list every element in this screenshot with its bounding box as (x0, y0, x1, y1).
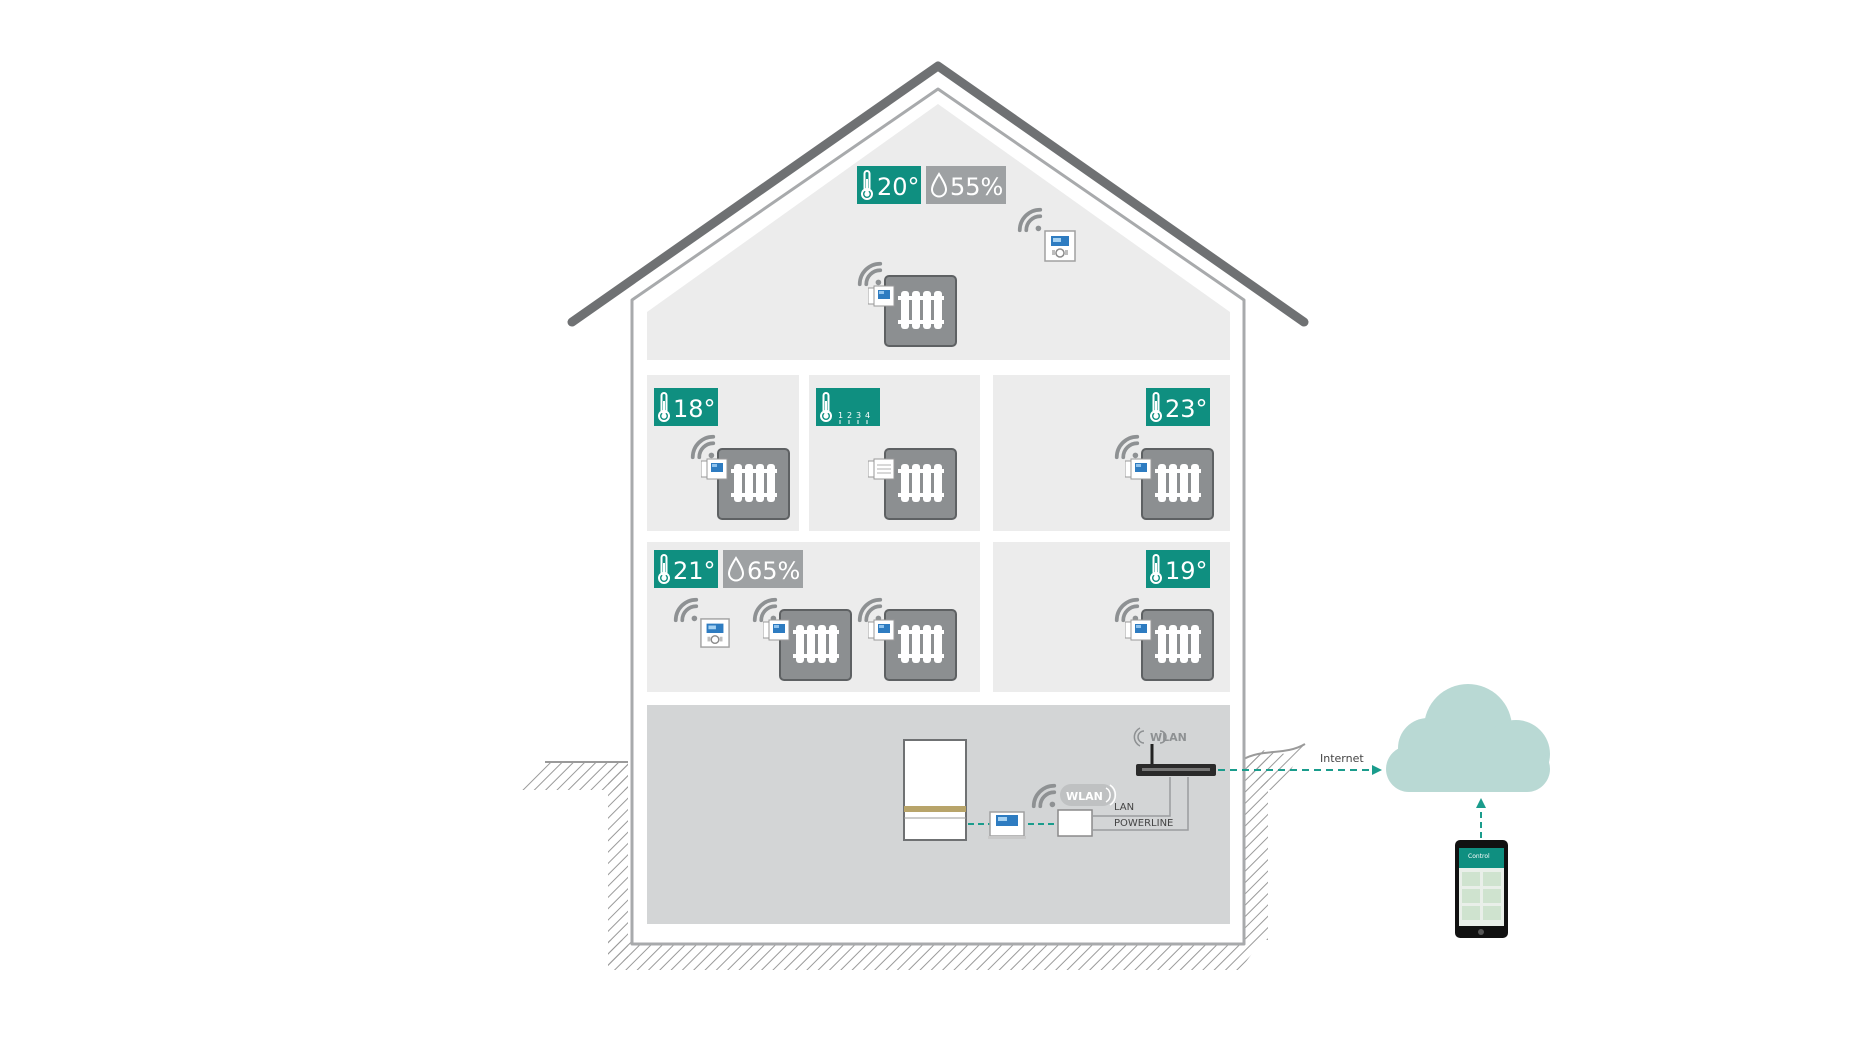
controller-icon (988, 811, 1026, 839)
lan-cable (1092, 777, 1171, 817)
scale-step-4: 4 (865, 411, 870, 420)
attic-temperature: 20° (877, 173, 920, 201)
boiler-icon (903, 739, 967, 841)
gateway-wlan-label: WLAN (1066, 790, 1103, 803)
attic-room (647, 104, 1230, 360)
attic-humidity-badge: 55% (926, 166, 1006, 204)
middle-left-temperature: 18° (673, 395, 716, 423)
middle-right-temperature-badge: 23° (1146, 388, 1210, 426)
lan-label: LAN (1114, 802, 1134, 813)
powerline-cable (1092, 777, 1189, 831)
lower-right-temperature: 19° (1165, 557, 1208, 585)
lower-left-temperature: 21° (673, 557, 716, 585)
smartphone-icon: Control (1455, 840, 1508, 938)
lower-right-temperature-badge: 19° (1146, 550, 1210, 588)
lower-left-temperature-badge: 21° (654, 550, 718, 588)
scale-step-1: 1 (838, 411, 843, 420)
internet-link-arrow (1372, 765, 1382, 775)
phone-app-title: Control (1468, 853, 1490, 860)
internet-label: Internet (1320, 752, 1364, 765)
middle-right-temperature: 23° (1165, 395, 1208, 423)
internet-gateway-icon (1057, 809, 1093, 837)
powerline-label: POWERLINE (1114, 818, 1173, 829)
router-wlan-label: WLAN (1150, 731, 1187, 744)
router-wlan-badge: WLAN (1133, 727, 1187, 747)
cloud-icon (1386, 684, 1550, 792)
attic-humidity: 55% (950, 173, 1003, 201)
middle-left-temperature-badge: 18° (654, 388, 718, 426)
router-icon (1136, 744, 1216, 776)
gateway-wlan-badge: WLAN (1060, 784, 1117, 806)
phone-link-arrow (1476, 798, 1486, 808)
wall-thermostat-icon (1044, 230, 1076, 262)
scale-step-2: 2 (847, 411, 852, 420)
lower-left-humidity-badge: 65% (723, 550, 803, 588)
ground-hatching (520, 743, 1306, 970)
roof (567, 61, 1309, 327)
attic-temperature-badge: 20° (857, 166, 921, 204)
lower-left-humidity: 65% (747, 557, 800, 585)
middle-center-scale-badge: 1 2 3 4 (816, 388, 880, 426)
wall-thermostat-icon (700, 618, 730, 648)
scale-step-3: 3 (856, 411, 861, 420)
